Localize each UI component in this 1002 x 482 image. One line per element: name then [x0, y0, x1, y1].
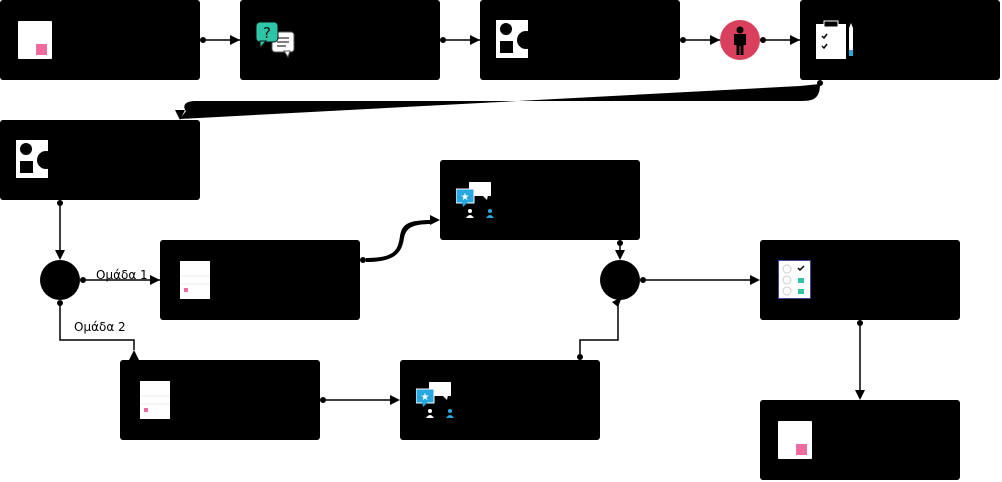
arrow-head-card9-card12	[855, 390, 865, 400]
node-card-12[interactable]	[760, 400, 960, 480]
arrow-head-g1-card7	[150, 275, 160, 285]
connector-g1-card10	[59, 303, 135, 350]
arrow-head-row1-1	[230, 35, 240, 45]
document-icon	[180, 261, 210, 299]
arrow-head-row1-3	[710, 35, 720, 45]
arrow-head-6-gateway	[55, 250, 65, 260]
person-icon	[734, 26, 746, 55]
arrow-head-swoosh	[175, 110, 185, 120]
connector-swoosh	[180, 84, 820, 119]
node-card-1[interactable]	[0, 0, 200, 80]
arrow-head-card10-card11	[390, 395, 400, 405]
checklist-icon	[778, 260, 811, 299]
edge-label-group-1: Ομάδα 1	[96, 268, 148, 282]
document-icon	[140, 381, 170, 419]
clipboard-checklist-icon	[816, 20, 853, 59]
node-card-3[interactable]	[480, 0, 680, 80]
arrow-head-g2-card9	[750, 275, 760, 285]
node-card-9[interactable]	[760, 240, 960, 320]
document-icon	[18, 21, 52, 59]
arrow-head-row1-2	[470, 35, 480, 45]
gateway-merge[interactable]	[600, 260, 640, 300]
shapes-icon	[496, 20, 535, 58]
node-card-8[interactable]: ★	[440, 160, 640, 240]
node-card-6[interactable]	[0, 120, 200, 200]
document-icon	[778, 421, 812, 459]
arrow-head-g1-card10	[129, 350, 139, 360]
svg-text:?: ?	[263, 24, 271, 42]
node-card-10[interactable]	[120, 360, 320, 440]
arrow-head-row1-4	[790, 35, 800, 45]
node-card-2[interactable]: ?	[240, 0, 440, 80]
shapes-icon	[16, 140, 55, 178]
feedback-people-icon: ★	[416, 382, 454, 418]
arrow-head-card8-g2	[615, 250, 625, 260]
node-card-5[interactable]	[800, 0, 1000, 80]
gateway-split[interactable]	[40, 260, 80, 300]
arrow-head-card7-card8	[430, 215, 440, 225]
node-card-7[interactable]	[160, 240, 360, 320]
feedback-people-icon: ★	[456, 182, 494, 218]
svg-text:★: ★	[461, 192, 470, 203]
connector-card7-card8	[366, 220, 432, 262]
edge-start-dot-7	[360, 257, 366, 263]
svg-text:★: ★	[421, 392, 430, 403]
person-event[interactable]	[720, 20, 760, 60]
connector-card11-g2	[579, 304, 619, 357]
edge-label-group-2: Ομάδα 2	[74, 320, 126, 334]
node-card-11[interactable]: ★	[400, 360, 600, 440]
chat-question-icon: ?	[256, 21, 295, 59]
